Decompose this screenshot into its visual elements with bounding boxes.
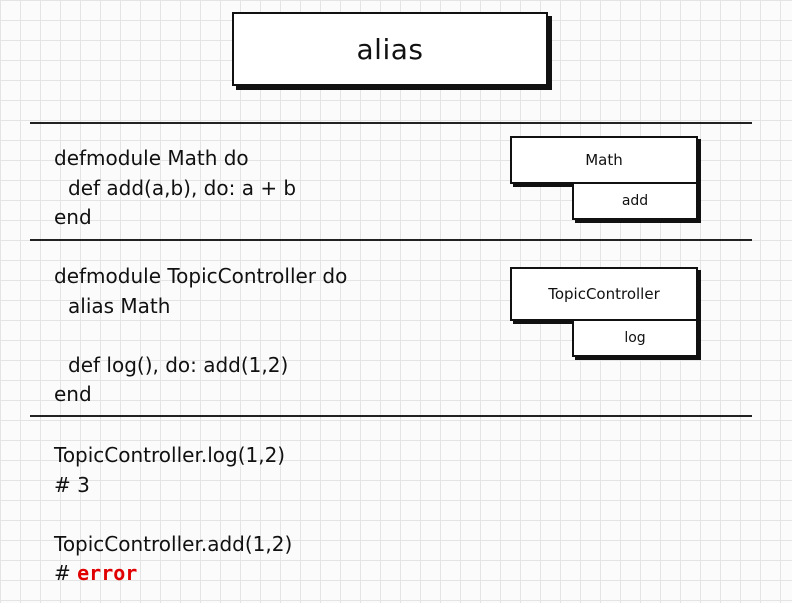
divider-top [30,122,752,124]
comment-hash: # [54,561,71,586]
topic-controller-module-label: TopicController [548,285,660,303]
code-line: defmodule TopicController do [54,264,348,288]
call-log-line: TopicController.log(1,2) [54,443,286,467]
add-function-label: add [621,193,649,209]
math-module-code: defmodule Math do def add(a,b), do: a + b… [54,144,296,233]
usage-examples: TopicController.log(1,2) # 3 TopicControll… [54,441,292,589]
error-word: error [77,561,138,586]
code-line: defmodule Math do [54,146,249,170]
call-add-line: TopicController.add(1,2) [54,531,293,556]
result-log-line: # 3 [54,472,90,497]
title-box: alias [232,12,548,86]
topic-controller-module-box: TopicController [510,267,698,321]
code-line: def add(a,b), do: a + b [68,175,297,200]
result-add-line: # error [54,559,292,589]
log-function-box: log [572,319,698,357]
blank-line [54,500,292,530]
code-line: end [54,382,92,407]
math-module-box: Math [510,136,698,184]
title-text: alias [356,32,424,66]
code-line: end [54,205,92,230]
divider-middle [30,239,752,241]
math-module-label: Math [585,151,623,169]
topic-controller-code: defmodule TopicController do alias Math de… [54,262,347,410]
code-line: alias Math [68,293,171,318]
code-line [54,321,347,351]
divider-bottom [30,415,752,417]
code-line: def log(), do: add(1,2) [68,352,289,377]
log-function-label: log [624,330,646,346]
add-function-box: add [572,182,698,220]
